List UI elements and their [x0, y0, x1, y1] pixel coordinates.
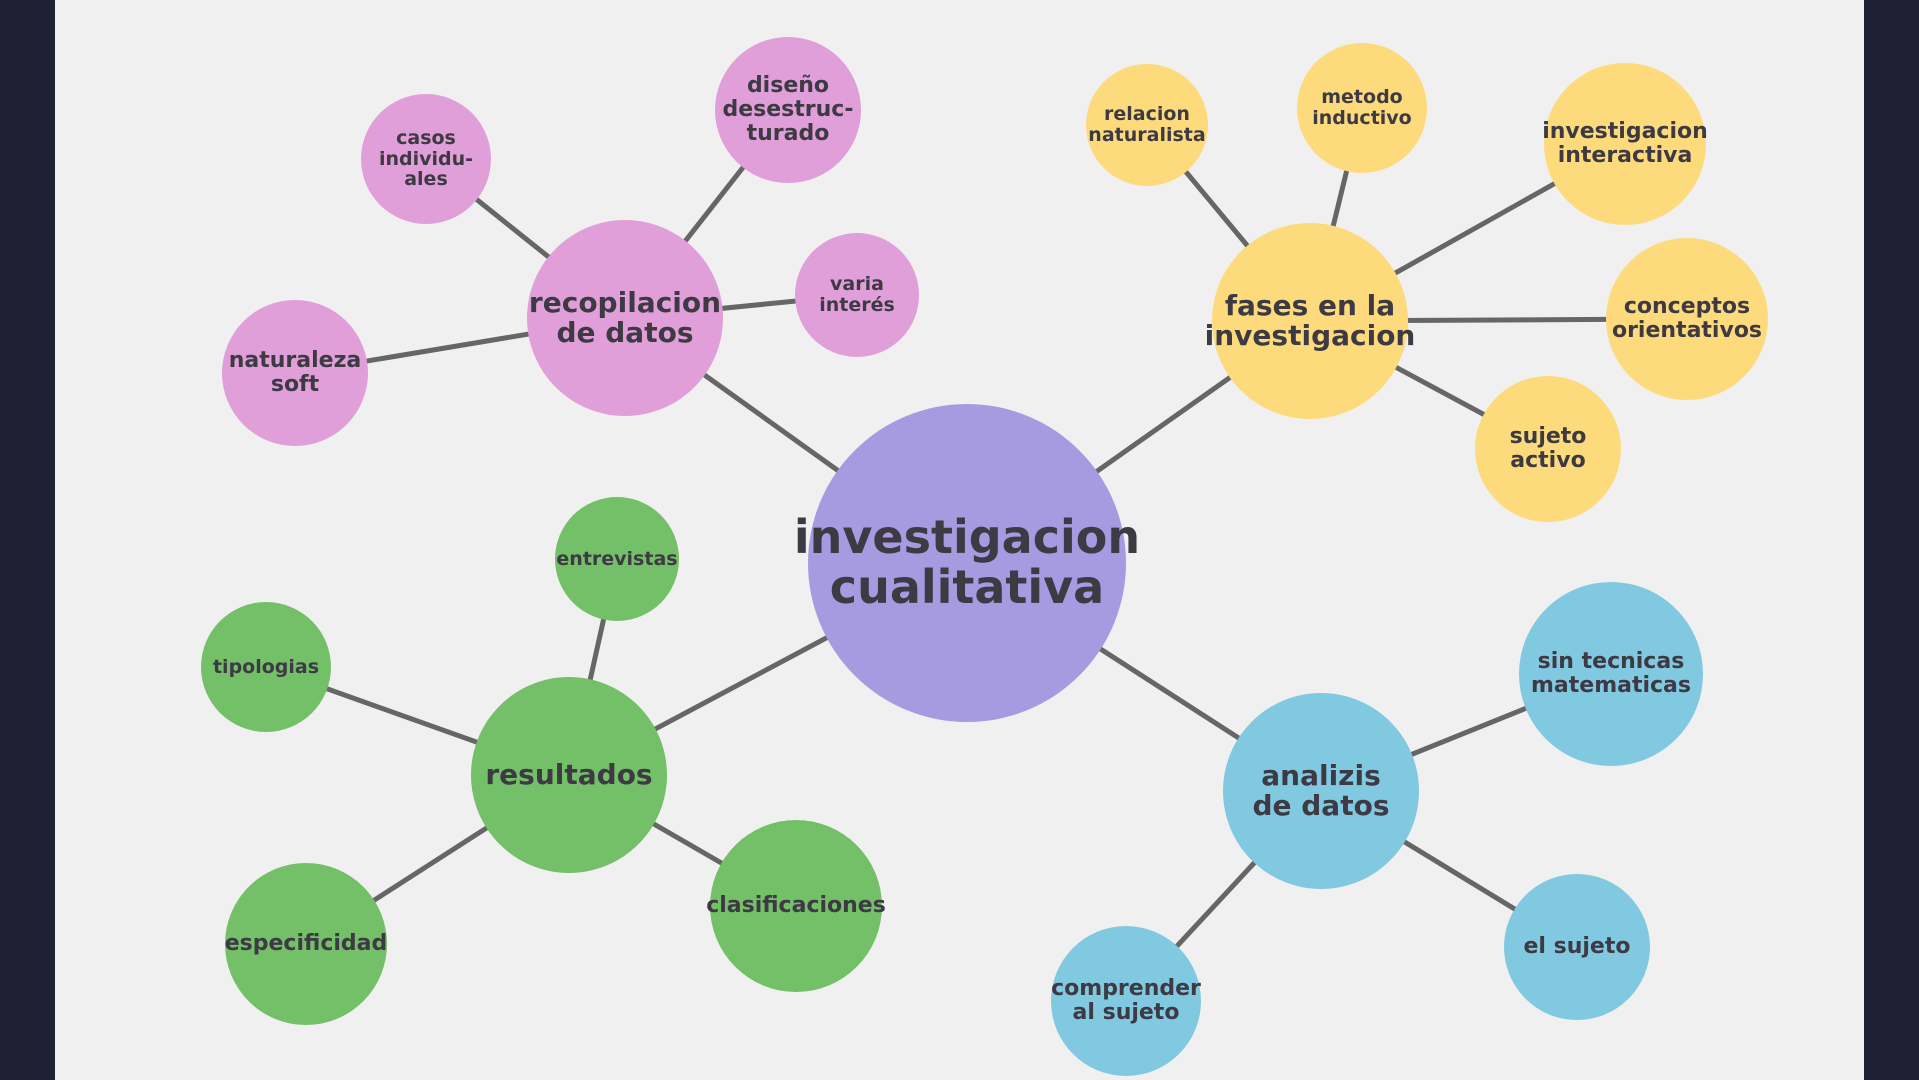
node-label: conceptos orientativos — [1611, 294, 1763, 343]
node-label: especificidad — [224, 931, 388, 957]
node-label: resultados — [485, 757, 653, 791]
node-label: fases en la investigacion — [1204, 288, 1416, 352]
node-elsujeto[interactable]: el sujeto — [1504, 874, 1650, 1020]
node-clasificaciones[interactable]: clasificaciones — [706, 820, 886, 992]
node-label: sin tecnicas matematicas — [1530, 649, 1691, 698]
node-metodo[interactable]: metodo inductivo — [1297, 43, 1427, 173]
node-entrevistas[interactable]: entrevistas — [555, 497, 679, 621]
node-naturaleza[interactable]: naturaleza soft — [222, 300, 368, 446]
node-fases[interactable]: fases en la investigacion — [1205, 223, 1415, 419]
node-label: varia interés — [819, 273, 895, 316]
node-conceptos[interactable]: conceptos orientativos — [1606, 238, 1768, 400]
node-label: casos individu- ales — [378, 127, 474, 191]
node-varia[interactable]: varia interés — [795, 233, 919, 357]
node-label: clasificaciones — [706, 893, 886, 919]
node-resultados[interactable]: resultados — [471, 677, 667, 873]
node-label: diseño desestruc- turado — [722, 73, 854, 146]
node-label: metodo inductivo — [1312, 86, 1412, 129]
node-casos[interactable]: casos individu- ales — [361, 94, 491, 224]
node-label: comprender al sujeto — [1051, 976, 1201, 1025]
node-center[interactable]: investigacion cualitativa — [794, 404, 1140, 722]
node-label: recopilacion de datos — [528, 285, 722, 349]
node-label: entrevistas — [556, 547, 678, 570]
node-recopilacion[interactable]: recopilacion de datos — [527, 220, 723, 416]
node-label: naturaleza soft — [228, 348, 362, 397]
node-sintecnicas[interactable]: sin tecnicas matematicas — [1519, 582, 1703, 766]
node-label: investigacion interactiva — [1542, 119, 1708, 168]
node-tipologias[interactable]: tipologias — [201, 602, 331, 732]
node-label: analizis de datos — [1252, 758, 1390, 822]
node-label: investigacion cualitativa — [793, 510, 1141, 614]
node-label: tipologias — [212, 655, 320, 678]
node-label: el sujeto — [1523, 934, 1631, 960]
node-relacion[interactable]: relacion naturalista — [1086, 64, 1208, 186]
node-interactiva[interactable]: investigacion interactiva — [1542, 63, 1708, 225]
node-label: relacion naturalista — [1088, 103, 1206, 146]
node-analizis[interactable]: analizis de datos — [1223, 693, 1419, 889]
node-label: sujeto activo — [1509, 424, 1587, 473]
node-diseno[interactable]: diseño desestruc- turado — [715, 37, 861, 183]
node-comprender[interactable]: comprender al sujeto — [1051, 926, 1201, 1076]
node-sujetoactivo[interactable]: sujeto activo — [1475, 376, 1621, 522]
node-especificidad[interactable]: especificidad — [225, 863, 387, 1025]
